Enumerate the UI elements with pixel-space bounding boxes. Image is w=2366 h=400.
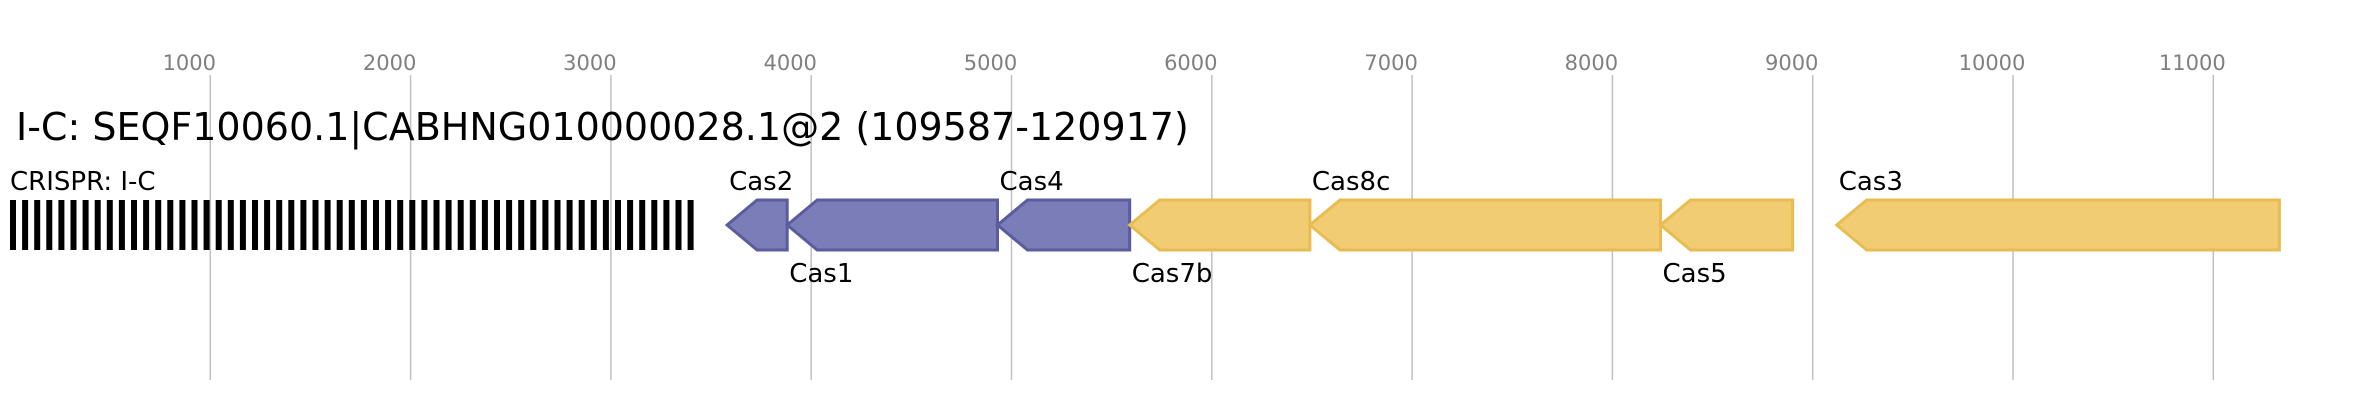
crispr-repeat (687, 200, 694, 250)
crispr-repeat (675, 200, 682, 250)
axis-tick-labels: 1000 2000 3000 4000 5000 6000 7000 8000 9000 1000… (163, 51, 2226, 75)
crispr-repeat (276, 200, 283, 250)
crispr-repeat (663, 200, 670, 250)
crispr-repeat (397, 200, 404, 250)
gene-arrow-cas1 (784, 198, 999, 252)
crispr-repeat (239, 200, 246, 250)
crispr-repeat (324, 200, 331, 250)
crispr-repeat (300, 200, 307, 250)
tick-label: 2000 (363, 51, 416, 75)
crispr-repeat (22, 200, 29, 250)
crispr-repeat (494, 200, 500, 250)
crispr-repeat (433, 200, 440, 250)
crispr-repeat (348, 200, 355, 250)
gene-label-cas4: Cas4 (1000, 167, 1064, 197)
gene-arrow-cas3 (1834, 198, 2281, 252)
locus-title: I-C: SEQF10060.1|CABHNG010000028.1@2 (10… (16, 105, 1189, 150)
crispr-repeat (615, 200, 621, 250)
crispr-repeat (590, 200, 597, 250)
crispr-repeat (530, 200, 537, 250)
crispr-repeat (10, 200, 16, 250)
crispr-repeat (578, 200, 585, 250)
tick-label: 3000 (563, 51, 616, 75)
tick-label: 5000 (964, 51, 1017, 75)
crispr-repeat (651, 200, 658, 250)
crispr-repeat (106, 200, 113, 250)
crispr-repeat (312, 200, 319, 250)
gene-label-cas8c: Cas8c (1312, 167, 1390, 197)
crispr-repeat (252, 200, 258, 250)
crispr-repeat (227, 200, 234, 250)
crispr-repeat (421, 200, 428, 250)
crispr-repeat (82, 200, 89, 250)
crispr-repeat (179, 200, 186, 250)
crispr-repeat (215, 200, 222, 250)
crispr-repeat (288, 200, 295, 250)
crispr-repeat (542, 200, 549, 250)
crispr-repeat (143, 200, 150, 250)
tick-label: 4000 (763, 51, 816, 75)
gene-arrow-cas4 (995, 198, 1132, 252)
crispr-repeat (118, 200, 125, 250)
gene-label-cas1: Cas1 (789, 259, 853, 289)
crispr-repeat (34, 200, 41, 250)
crispr-repeat (506, 200, 513, 250)
tick-label: 7000 (1364, 51, 1417, 75)
tick-label: 1000 (163, 51, 216, 75)
crispr-repeat (360, 200, 367, 250)
crispr-repeat (373, 200, 379, 250)
gene-arrow-cas7b (1127, 198, 1312, 252)
gene-arrow-cas5 (1658, 198, 1795, 252)
crispr-repeat (131, 200, 137, 250)
gene-arrow-cas8c (1307, 198, 1662, 252)
tick-label: 10000 (1959, 51, 2026, 75)
crispr-array-label: CRISPR: I-C (10, 167, 156, 197)
crispr-repeat (445, 200, 452, 250)
tick-label: 6000 (1164, 51, 1217, 75)
crispr-repeat (94, 200, 101, 250)
crispr-repeat (627, 200, 634, 250)
crispr-repeat (70, 200, 77, 250)
crispr-repeat (336, 200, 343, 250)
gene-arrow-cas2 (724, 198, 789, 252)
crispr-repeat (602, 200, 609, 250)
tick-label: 11000 (2159, 51, 2226, 75)
crispr-repeat (409, 200, 416, 250)
crispr-repeat (469, 200, 476, 250)
crispr-repeat (554, 200, 561, 250)
crispr-repeat (481, 200, 488, 250)
gene-label-cas2: Cas2 (729, 167, 793, 197)
crispr-repeat (167, 200, 174, 250)
crispr-repeat (518, 200, 525, 250)
tick-label: 8000 (1565, 51, 1618, 75)
crispr-repeat (191, 200, 198, 250)
crispr-repeat (457, 200, 464, 250)
crispr-repeat (639, 200, 646, 250)
tick-label: 9000 (1765, 51, 1818, 75)
crispr-repeat (203, 200, 210, 250)
gene-label-cas7b: Cas7b (1132, 259, 1213, 289)
crispr-repeat (385, 200, 392, 250)
crispr-repeat (58, 200, 65, 250)
gene-label-cas5: Cas5 (1663, 259, 1727, 289)
gene-label-cas3: Cas3 (1839, 167, 1903, 197)
crispr-repeat (46, 200, 53, 250)
gene-arrows (724, 198, 2281, 252)
crispr-repeat (264, 200, 271, 250)
crispr-repeat (155, 200, 162, 250)
crispr-repeat (566, 200, 573, 250)
crispr-array (10, 200, 694, 250)
